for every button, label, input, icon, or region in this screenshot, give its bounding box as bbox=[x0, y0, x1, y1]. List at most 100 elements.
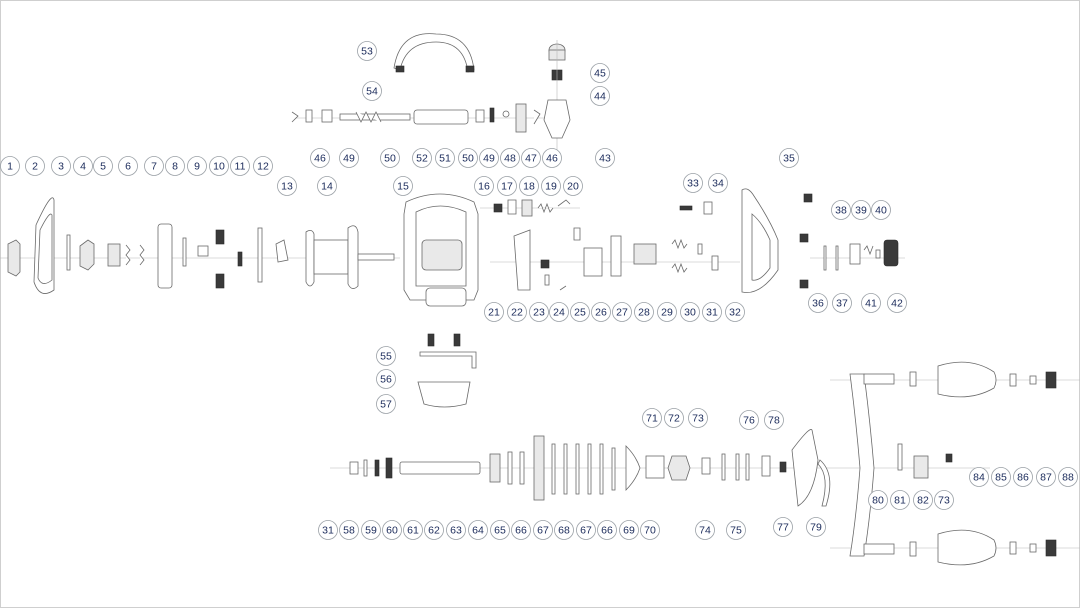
callout-label: 58 bbox=[339, 520, 359, 540]
callout-circle bbox=[597, 520, 617, 540]
callout-number: 76 bbox=[743, 415, 755, 427]
left-side-assembly bbox=[0, 197, 400, 294]
callout-label: 5 bbox=[93, 156, 113, 176]
callout-label: 30 bbox=[680, 302, 700, 322]
bottom-gear-assembly bbox=[330, 429, 831, 507]
callout-number: 45 bbox=[594, 68, 606, 80]
callout-label: 31 bbox=[318, 520, 338, 540]
callout-label: 9 bbox=[187, 156, 207, 176]
callout-label: 69 bbox=[619, 520, 639, 540]
part-81 bbox=[897, 443, 903, 471]
callout-number: 72 bbox=[668, 413, 680, 425]
callout-circle bbox=[376, 394, 396, 414]
callout-label: 74 bbox=[695, 520, 715, 540]
callout-number: 61 bbox=[407, 525, 419, 537]
callout-label: 60 bbox=[382, 520, 402, 540]
callout-number: 29 bbox=[661, 307, 673, 319]
part-8 bbox=[182, 237, 187, 267]
callout-circle bbox=[541, 176, 561, 196]
callout-label: 44 bbox=[590, 86, 610, 106]
part-35a bbox=[803, 193, 813, 203]
callout-label: 67 bbox=[576, 520, 596, 540]
part-30 bbox=[697, 243, 703, 255]
part-77 bbox=[779, 461, 787, 473]
part-46-right bbox=[533, 109, 541, 125]
middle-drive-assembly bbox=[480, 188, 905, 293]
callout-number: 41 bbox=[865, 298, 877, 310]
callout-circle bbox=[403, 520, 423, 540]
callout-number: 25 bbox=[574, 307, 586, 319]
callout-number: 39 bbox=[855, 205, 867, 217]
callout-circle bbox=[507, 302, 527, 322]
part-67 bbox=[563, 443, 568, 495]
callout-label: 19 bbox=[541, 176, 561, 196]
part-31-bottom bbox=[349, 461, 359, 475]
callout-circle bbox=[1013, 467, 1033, 487]
callout-label: 3 bbox=[51, 156, 71, 176]
callout-label: 24 bbox=[549, 302, 569, 322]
callout-label: 27 bbox=[612, 302, 632, 322]
part-34 bbox=[703, 201, 713, 215]
part-14-shaft bbox=[357, 253, 395, 261]
part-6a bbox=[125, 244, 131, 266]
callout-label: 55 bbox=[376, 346, 396, 366]
callout-number: 79 bbox=[810, 522, 822, 534]
callout-circle bbox=[1058, 467, 1078, 487]
part-49-left bbox=[305, 109, 313, 123]
callout-circle bbox=[376, 346, 396, 366]
callout-number: 42 bbox=[891, 298, 903, 310]
callout-circle bbox=[511, 520, 531, 540]
part-39 bbox=[863, 245, 874, 256]
callout-circle bbox=[861, 293, 881, 313]
part-50-right bbox=[475, 109, 485, 123]
callout-circle bbox=[318, 520, 338, 540]
callout-circle bbox=[382, 520, 402, 540]
part-65 bbox=[533, 435, 545, 501]
callout-number: 59 bbox=[365, 525, 377, 537]
part-55b bbox=[453, 333, 461, 347]
part-73-right bbox=[945, 453, 953, 463]
part-87-bottom bbox=[1029, 543, 1037, 553]
callout-circle bbox=[634, 302, 654, 322]
callout-number: 80 bbox=[872, 495, 884, 507]
callout-circle bbox=[595, 148, 615, 168]
callout-label: 13 bbox=[277, 176, 297, 196]
callout-label: 72 bbox=[664, 408, 684, 428]
callout-number: 10 bbox=[213, 161, 225, 173]
callout-label: 52 bbox=[412, 148, 432, 168]
callout-circle bbox=[187, 156, 207, 176]
part-32-inner bbox=[751, 213, 771, 281]
part-42 bbox=[883, 239, 899, 267]
callout-label: 38 bbox=[831, 200, 851, 220]
callout-circle bbox=[230, 156, 250, 176]
callout-circle bbox=[412, 148, 432, 168]
part-85-top bbox=[937, 361, 997, 398]
callout-circle bbox=[764, 410, 784, 430]
callout-number: 43 bbox=[599, 153, 611, 165]
callout-label: 10 bbox=[209, 156, 229, 176]
upper-cap-assembly bbox=[543, 40, 571, 150]
callout-circle bbox=[969, 467, 989, 487]
callout-number: 7 bbox=[151, 161, 157, 173]
part-82 bbox=[913, 455, 929, 479]
callout-label: 49 bbox=[339, 148, 359, 168]
callout-label: 70 bbox=[640, 520, 660, 540]
part-35b bbox=[799, 233, 809, 243]
callout-label: 66 bbox=[597, 520, 617, 540]
callout-number: 4 bbox=[80, 161, 86, 173]
callout-number: 38 bbox=[835, 205, 847, 217]
part-26 bbox=[583, 247, 603, 277]
callout-label: 56 bbox=[376, 369, 396, 389]
callout-label: 2 bbox=[25, 156, 45, 176]
part-25 bbox=[573, 227, 581, 241]
callout-label: 4 bbox=[73, 156, 93, 176]
callout-number: 86 bbox=[1017, 472, 1029, 484]
callout-circle bbox=[619, 520, 639, 540]
callout-circle bbox=[808, 293, 828, 313]
callout-label: 50 bbox=[380, 148, 400, 168]
callout-number: 23 bbox=[533, 307, 545, 319]
callout-number: 55 bbox=[380, 351, 392, 363]
callout-circle bbox=[73, 156, 93, 176]
callout-circle bbox=[25, 156, 45, 176]
callout-number: 12 bbox=[257, 161, 269, 173]
